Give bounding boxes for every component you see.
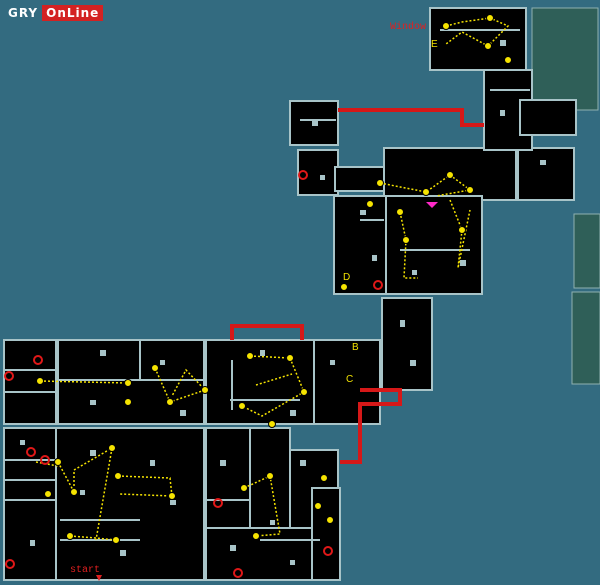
guard-markers bbox=[36, 14, 512, 544]
upper-building bbox=[289, 7, 577, 391]
guard-icon bbox=[268, 420, 276, 428]
camera-icon bbox=[26, 447, 36, 457]
marker-e: E bbox=[431, 39, 438, 50]
guard-icon bbox=[108, 444, 116, 452]
guard-icon bbox=[422, 188, 430, 196]
logo-part-1: GRY bbox=[8, 6, 39, 20]
camera-markers bbox=[4, 170, 383, 578]
guard-icon bbox=[166, 398, 174, 406]
camera-icon bbox=[213, 498, 223, 508]
camera-icon bbox=[373, 280, 383, 290]
camera-icon bbox=[233, 568, 243, 578]
guard-icon bbox=[238, 402, 246, 410]
guard-icon bbox=[36, 377, 44, 385]
camera-icon bbox=[323, 546, 333, 556]
guard-icon bbox=[300, 388, 308, 396]
guard-icon bbox=[151, 364, 159, 372]
guard-icon bbox=[402, 236, 410, 244]
guard-icon bbox=[44, 490, 52, 498]
guard-icon bbox=[484, 42, 492, 50]
logo-part-2: OnLine bbox=[42, 5, 104, 21]
camera-icon bbox=[298, 170, 308, 180]
marker-b: B bbox=[352, 342, 359, 353]
guard-icon bbox=[168, 492, 176, 500]
guard-icon bbox=[340, 283, 348, 291]
guard-icon bbox=[314, 502, 322, 510]
guard-icon bbox=[442, 22, 450, 30]
camera-icon bbox=[33, 355, 43, 365]
marker-d: D bbox=[343, 272, 351, 283]
camera-icon bbox=[4, 371, 14, 381]
neighbour-rooftops bbox=[531, 7, 600, 385]
guard-icon bbox=[466, 186, 474, 194]
guard-icon bbox=[458, 226, 466, 234]
guard-icon bbox=[504, 56, 512, 64]
camera-icon bbox=[5, 559, 15, 569]
guard-icon bbox=[201, 386, 209, 394]
guard-icon bbox=[66, 532, 74, 540]
guard-icon bbox=[124, 379, 132, 387]
guard-icon bbox=[124, 398, 132, 406]
guard-icon bbox=[266, 472, 274, 480]
guard-icon bbox=[112, 536, 120, 544]
guard-icon bbox=[326, 516, 334, 524]
guard-icon bbox=[376, 179, 384, 187]
guard-icon bbox=[366, 200, 374, 208]
furniture bbox=[20, 40, 546, 565]
guard-icon bbox=[114, 472, 122, 480]
guard-icon bbox=[396, 208, 404, 216]
start-arrow-icon bbox=[96, 575, 102, 581]
guard-icon bbox=[240, 484, 248, 492]
marker-c: C bbox=[346, 374, 354, 385]
guard-icon bbox=[246, 352, 254, 360]
guard-icon bbox=[54, 458, 62, 466]
label-window: Window bbox=[390, 22, 427, 33]
player-arrow-icon bbox=[426, 202, 438, 208]
label-start: start bbox=[70, 565, 101, 576]
route-lines bbox=[230, 108, 484, 464]
guard-icon bbox=[320, 474, 328, 482]
interior-walls bbox=[4, 29, 530, 580]
logo: GRY OnLine bbox=[6, 5, 104, 21]
guard-icon bbox=[486, 14, 494, 22]
guard-icon bbox=[252, 532, 260, 540]
guard-icon bbox=[286, 354, 294, 362]
guard-icon bbox=[70, 488, 78, 496]
guard-icon bbox=[446, 171, 454, 179]
camera-icon bbox=[40, 455, 50, 465]
